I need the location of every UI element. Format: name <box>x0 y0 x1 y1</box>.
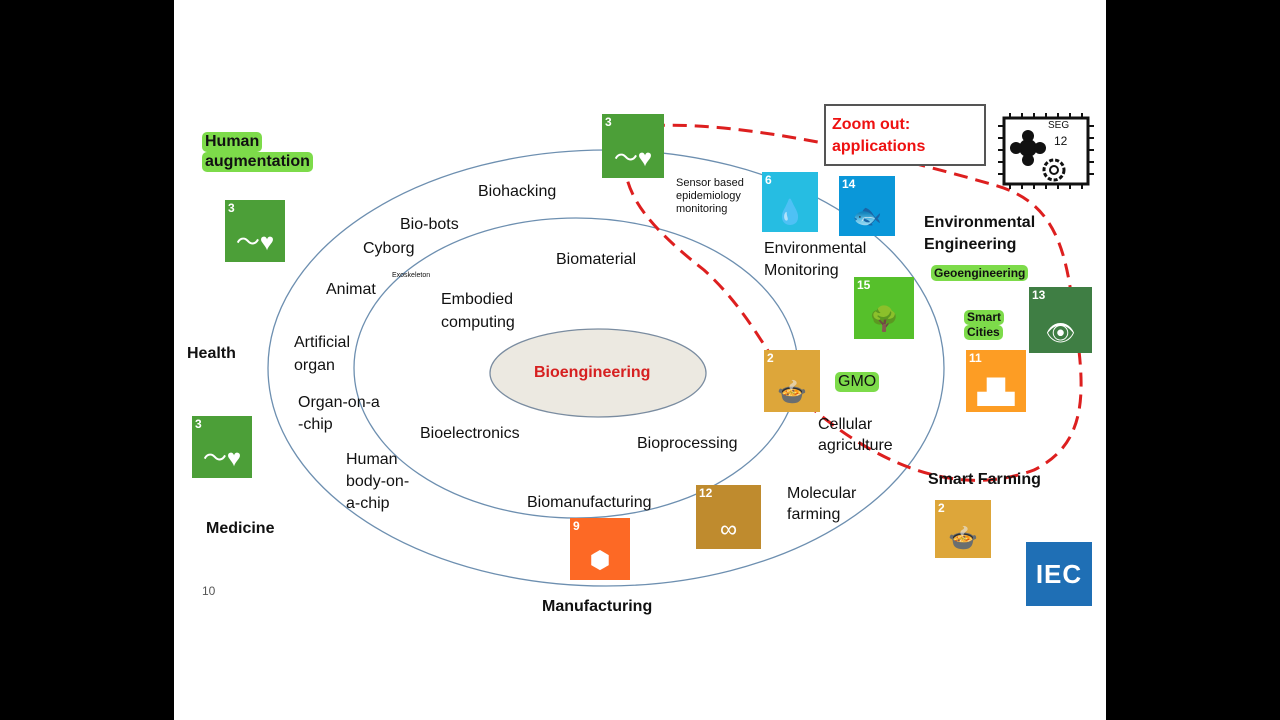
embodied-computing-line2: computing <box>441 314 515 331</box>
organ-on-chip-line1: Organ-on-a <box>298 394 380 411</box>
human-augmentation-line1: Human <box>202 132 263 152</box>
zoom-out-line2: applications <box>832 138 926 155</box>
sensor-epidemiology-line2: epidemiology <box>676 190 741 202</box>
smart-cities-line2: Cities <box>964 325 1003 340</box>
cyborg-label: Cyborg <box>363 240 415 257</box>
diagram-shapes <box>267 123 1083 587</box>
sdg-tile-3-left-bottom: 3 〜♥ <box>192 416 252 478</box>
sdg-tile-15: 15 🌳 <box>854 277 914 339</box>
iec-logo: IEC <box>1026 542 1092 606</box>
zoom-out-box: Zoom out: applications <box>824 104 986 166</box>
eye-earth-icon: 👁 <box>1045 320 1076 347</box>
sdg-tile-9: 9 ⬢ <box>570 518 630 580</box>
biomanufacturing-label: Biomanufacturing <box>527 494 652 511</box>
bowl-icon: 🍲 <box>777 379 807 406</box>
sdg-tile-11: 11 ▟▙ <box>966 350 1026 412</box>
heartbeat-icon: 〜♥ <box>613 145 653 172</box>
cellular-agriculture-line1: Cellular <box>818 416 873 433</box>
smart-farming-label: Smart Farming <box>928 471 1041 488</box>
human-body-on-chip-line3: a-chip <box>346 495 390 512</box>
tree-icon: 🌳 <box>869 306 899 333</box>
sdg-tile-6: 6 💧 <box>762 172 818 232</box>
heartbeat-icon: 〜♥ <box>202 445 242 472</box>
chip-number-label: 12 <box>1054 134 1068 148</box>
biohacking-label: Biohacking <box>478 183 557 200</box>
center-ellipse <box>489 328 707 418</box>
human-body-on-chip-line1: Human <box>346 451 398 468</box>
infinity-icon: ∞ <box>719 516 738 543</box>
gmo-label: GMO <box>835 372 880 392</box>
sdg-tile-12: 12 ∞ <box>696 485 761 549</box>
dashed-zoom-path <box>622 123 1083 482</box>
smart-cities-line1: Smart <box>964 310 1005 325</box>
human-augmentation-label: Human augmentation <box>202 132 313 172</box>
sensor-epidemiology-line1: Sensor based <box>676 177 744 189</box>
artificial-organ-line1: Artificial <box>294 334 351 351</box>
zoom-out-line1: Zoom out: <box>832 116 911 133</box>
artificial-organ-line2: organ <box>294 357 335 374</box>
environmental-engineering-line2: Engineering <box>924 236 1017 253</box>
sdg-tile-2-center: 2 🍲 <box>764 350 820 412</box>
bio-bots-label: Bio-bots <box>400 216 459 233</box>
fish-icon: 🐟 <box>852 203 882 230</box>
cellular-agriculture-line2: agriculture <box>818 437 893 454</box>
molecular-farming-line2: farming <box>787 506 841 523</box>
water-drop-icon: 💧 <box>775 199 805 226</box>
molecular-farming-line1: Molecular <box>787 485 857 502</box>
chip-seg-label: SEG <box>1048 120 1070 131</box>
geoengineering-label: Geoengineering <box>931 265 1029 281</box>
slide: Bioengineering Human augmentation Health… <box>174 0 1106 720</box>
page-number: 10 <box>202 584 216 598</box>
sdg-tile-13: 13 👁 <box>1029 287 1092 353</box>
biomaterial-label: Biomaterial <box>556 251 637 268</box>
sdg-tile-3-top: 3 〜♥ <box>602 114 664 178</box>
organ-on-chip-line2: -chip <box>298 416 333 433</box>
embodied-computing-line1: Embodied <box>441 291 514 308</box>
center-label: Bioengineering <box>534 364 651 381</box>
manufacturing-label: Manufacturing <box>542 598 653 615</box>
environmental-monitoring-line1: Environmental <box>764 240 867 257</box>
health-label: Health <box>187 345 236 362</box>
exoskeleton-label: Exoskeleton <box>392 272 431 279</box>
environmental-monitoring-line2: Monitoring <box>764 262 839 279</box>
human-augmentation-line2: augmentation <box>202 152 313 172</box>
city-icon: ▟▙ <box>977 379 1015 406</box>
sdg-tile-14: 14 🐟 <box>839 176 895 236</box>
medicine-label: Medicine <box>206 520 275 537</box>
seg12-chip-icon: SEG 12 <box>996 108 1096 194</box>
chip-graphic <box>998 113 1094 189</box>
environmental-engineering-line1: Environmental <box>924 214 1036 231</box>
sensor-epidemiology-line3: monitoring <box>676 203 728 215</box>
sdg-tile-2-bottom: 2 🍲 <box>935 500 991 558</box>
heartbeat-icon: 〜♥ <box>235 229 275 256</box>
bowl-icon: 🍲 <box>948 525 978 552</box>
bioprocessing-label: Bioprocessing <box>637 435 738 452</box>
bioelectronics-label: Bioelectronics <box>420 425 520 442</box>
human-body-on-chip-line2: body-on- <box>346 473 410 490</box>
cubes-icon: ⬢ <box>589 547 611 574</box>
sdg-tile-3-left-top: 3 〜♥ <box>225 200 285 262</box>
animat-label: Animat <box>326 281 376 298</box>
